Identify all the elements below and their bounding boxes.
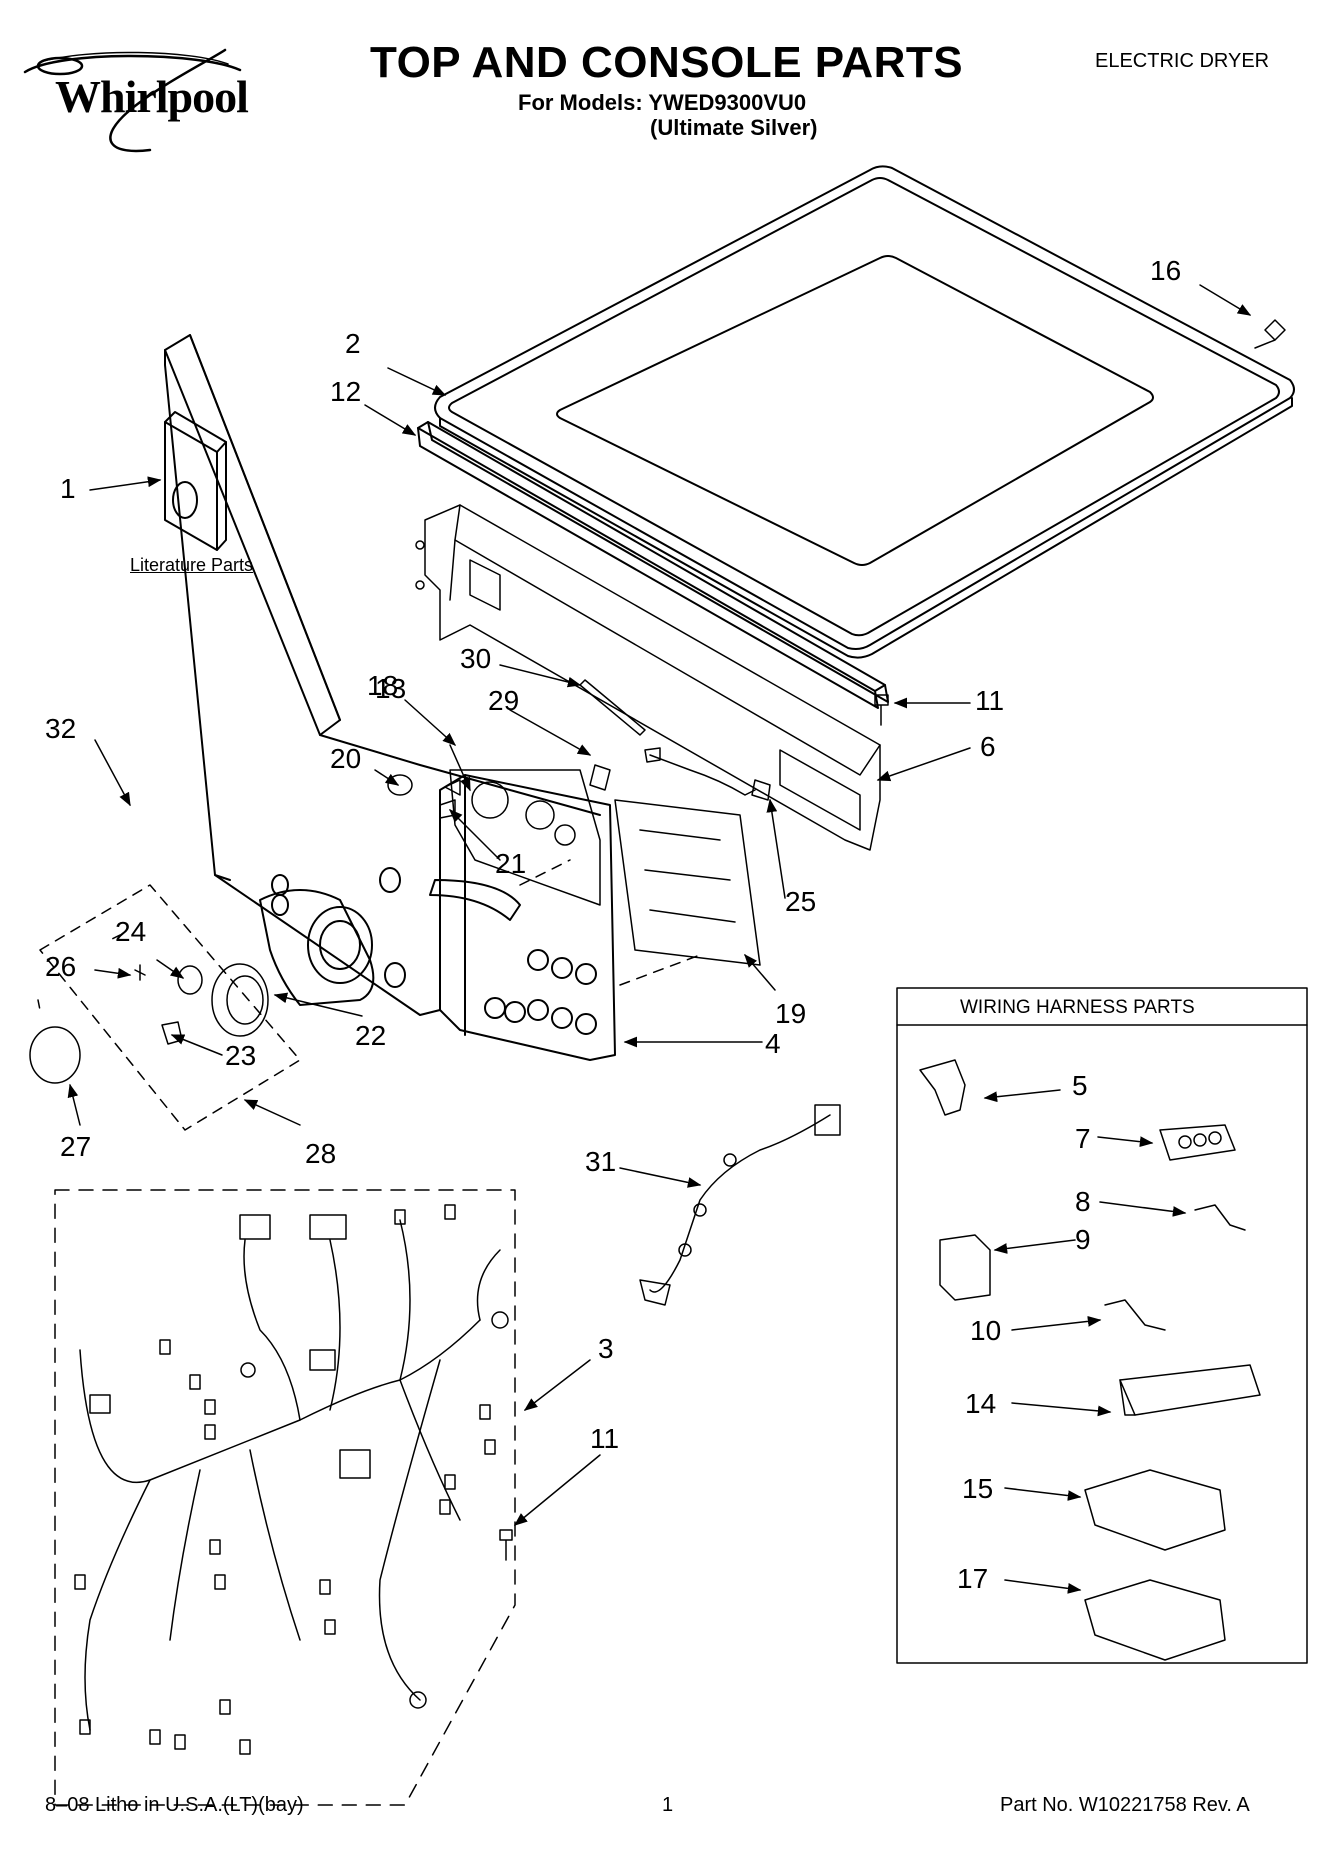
callout-13: 13 <box>375 673 407 704</box>
callout-arrows <box>67 284 1252 1594</box>
callout-23: 23 <box>225 1040 257 1071</box>
callout-32: 32 <box>45 713 77 744</box>
dryer-wire-harness <box>639 1104 841 1306</box>
callout-16: 16 <box>1150 255 1182 286</box>
whirlpool-logo-swoosh <box>23 48 242 153</box>
literature-parts-label: Literature Parts <box>130 555 254 575</box>
callout-5: 5 <box>1072 1070 1088 1101</box>
callout-27: 27 <box>60 1131 92 1162</box>
callout-26: 26 <box>45 951 77 982</box>
callout-6: 6 <box>980 731 996 762</box>
callout-11-top: 11 <box>975 685 1005 716</box>
callout-15: 15 <box>962 1473 994 1504</box>
callout-8: 8 <box>1075 1186 1091 1217</box>
knob-group-dashed-outline <box>39 884 301 1131</box>
top-panel <box>434 165 1295 659</box>
footer-page-number: 1 <box>662 1794 674 1816</box>
callout-18: 18 <box>367 670 399 701</box>
callout-25: 25 <box>785 886 817 917</box>
small-console-parts <box>387 679 771 819</box>
knob-parts <box>29 934 269 1084</box>
main-wire-harness <box>54 1189 516 1806</box>
callout-2: 2 <box>345 328 361 359</box>
callout-22: 22 <box>355 1020 387 1051</box>
callout-14: 14 <box>965 1388 997 1419</box>
callout-30: 30 <box>460 643 492 674</box>
callout-24: 24 <box>115 916 147 947</box>
footer-part-number: Part No. W10221758 Rev. A <box>1000 1794 1250 1816</box>
callout-29: 29 <box>488 685 520 716</box>
wiring-box-components <box>919 1059 1261 1661</box>
console-panel <box>164 334 616 1061</box>
models-line: For Models: YWED9300VU0 <box>518 90 807 115</box>
callout-7: 7 <box>1075 1123 1091 1154</box>
screws <box>499 319 1286 1561</box>
callout-17: 17 <box>957 1563 989 1594</box>
callout-12: 12 <box>330 376 362 407</box>
callout-3: 3 <box>598 1333 614 1364</box>
wiring-harness-parts-box <box>896 987 1308 1664</box>
front-trim-strip <box>417 421 889 709</box>
callout-10: 10 <box>970 1315 1002 1346</box>
callout-21: 21 <box>495 848 527 879</box>
callout-28: 28 <box>305 1138 337 1169</box>
callout-31: 31 <box>585 1146 617 1177</box>
callout-4: 4 <box>765 1028 781 1059</box>
wiring-harness-box-title: WIRING HARNESS PARTS <box>960 997 1195 1018</box>
literature-booklet <box>164 411 227 551</box>
control-board-19 <box>614 799 761 966</box>
document-type: ELECTRIC DRYER <box>1095 50 1270 72</box>
footer-litho: 8–08 Litho in U.S.A.(LT)(bay) <box>45 1794 304 1816</box>
dashed-leaders <box>519 859 701 986</box>
callout-9: 9 <box>1075 1224 1091 1255</box>
callout-11-bottom: 11 <box>590 1423 620 1454</box>
color-line: (Ultimate Silver) <box>650 115 818 140</box>
console-bracket <box>415 504 881 851</box>
callout-1: 1 <box>60 473 76 504</box>
callout-19: 19 <box>775 998 807 1029</box>
control-board-18 <box>449 769 601 906</box>
page-title: TOP AND CONSOLE PARTS <box>370 38 964 87</box>
callout-20: 20 <box>330 743 362 774</box>
brand-logo-text: Whirlpool <box>55 71 249 122</box>
